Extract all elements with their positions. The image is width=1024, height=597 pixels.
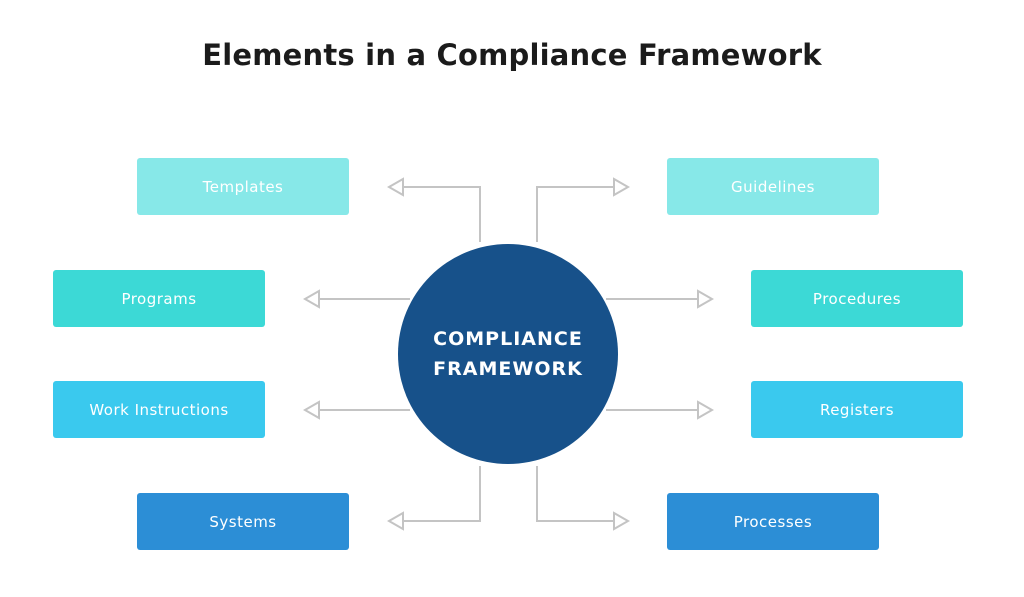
center-compliance-framework: COMPLIANCE FRAMEWORK — [398, 244, 618, 464]
node-systems: Systems — [137, 493, 349, 550]
arrowhead-systems — [386, 511, 404, 531]
node-guidelines: Guidelines — [667, 158, 879, 215]
node-templates: Templates — [137, 158, 349, 215]
arrowhead-guidelines — [613, 177, 631, 197]
node-registers: Registers — [751, 381, 963, 438]
arrowhead-processes — [613, 511, 631, 531]
arrowhead-work-instructions — [302, 400, 320, 420]
connector-templates — [389, 186, 481, 242]
node-processes: Processes — [667, 493, 879, 550]
node-work-instructions: Work Instructions — [53, 381, 265, 438]
arrowhead-registers — [697, 400, 715, 420]
node-procedures: Procedures — [751, 270, 963, 327]
node-programs: Programs — [53, 270, 265, 327]
arrowhead-procedures — [697, 289, 715, 309]
diagram-title: Elements in a Compliance Framework — [202, 38, 822, 72]
arrowhead-templates — [386, 177, 404, 197]
connector-guidelines — [536, 186, 628, 242]
connector-systems — [389, 466, 481, 522]
connector-processes — [536, 466, 628, 522]
arrowhead-programs — [302, 289, 320, 309]
